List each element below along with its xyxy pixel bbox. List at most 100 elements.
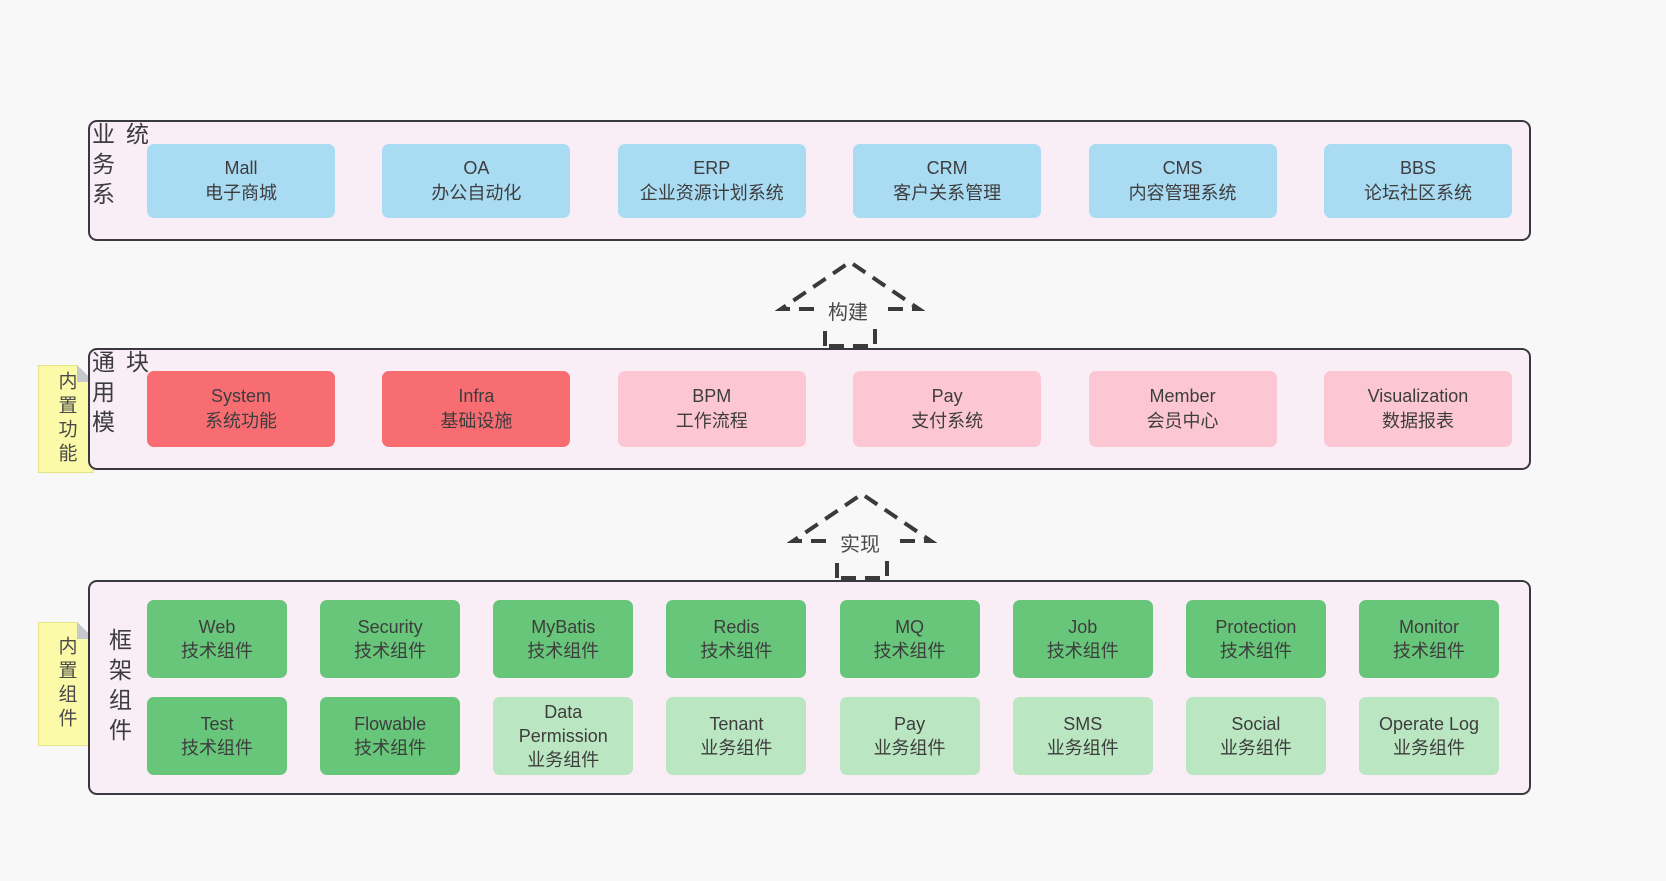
- box-redis: Redis 技术组件: [666, 600, 807, 679]
- box-subtitle: 业务组件: [1046, 737, 1119, 758]
- build-arrow-label: 构建: [828, 301, 868, 324]
- box-title: BBS: [1399, 157, 1436, 178]
- build-arrow: 构建: [774, 256, 926, 353]
- up-arrow-icon: 构建: [774, 259, 926, 348]
- box-flowable: Flowable 技术组件: [320, 696, 461, 775]
- box-subtitle: 业务组件: [1392, 737, 1465, 758]
- layer-label-strip: 框架组件: [90, 582, 147, 793]
- box-title: Redis: [713, 617, 760, 638]
- framework-row-1: Web 技术组件 Security 技术组件 MyBatis 技术组件 Redi…: [147, 600, 1499, 679]
- box-title: MQ: [895, 617, 925, 638]
- sticky-built-in-components: 内置组件: [38, 622, 94, 746]
- box-title: CMS: [1162, 157, 1203, 178]
- box-sms: SMS 业务组件: [1012, 696, 1153, 775]
- box-title: Tenant: [709, 713, 764, 734]
- box-subtitle: 工作流程: [675, 411, 748, 431]
- box-subtitle: 技术组件: [1392, 641, 1465, 662]
- box-cms: CMS 内容管理系统: [1088, 143, 1277, 218]
- box-job: Job 技术组件: [1012, 600, 1153, 679]
- box-subtitle: 内容管理系统: [1128, 182, 1237, 203]
- box-subtitle: 业务组件: [873, 737, 946, 758]
- sticky-label: 内置组件: [55, 636, 77, 732]
- framework-row-2: Test 技术组件 Flowable 技术组件 Data Permission …: [147, 696, 1499, 775]
- business-systems-boxes: Mall 电子商城 OA 办公自动化 ERP 企业资源计划系统 CRM 客户关系…: [147, 122, 1529, 239]
- sticky-built-in-features: 内置功能: [38, 365, 94, 473]
- box-pay-biz: Pay 业务组件: [839, 696, 980, 775]
- box-title: Data Permission: [518, 701, 608, 746]
- box-subtitle: 会员中心: [1146, 411, 1219, 431]
- box-subtitle: 技术组件: [527, 641, 600, 662]
- box-title: Visualization: [1367, 386, 1469, 406]
- box-system: System 系统功能: [147, 371, 335, 447]
- box-title: SMS: [1063, 713, 1103, 734]
- box-title: Infra: [458, 386, 495, 406]
- up-arrow-icon: 实现: [786, 491, 938, 580]
- box-subtitle: 技术组件: [1219, 641, 1292, 662]
- box-subtitle: 业务组件: [1219, 737, 1292, 758]
- box-subtitle: 系统功能: [205, 411, 277, 431]
- box-tenant: Tenant 业务组件: [666, 696, 807, 775]
- box-title: Test: [200, 713, 234, 734]
- box-visualization: Visualization 数据报表: [1323, 371, 1512, 447]
- box-title: BPM: [692, 386, 732, 406]
- box-subtitle: 业务组件: [700, 737, 773, 758]
- box-subtitle: 技术组件: [181, 641, 253, 662]
- box-title: MyBatis: [531, 617, 596, 638]
- box-crm: CRM 客户关系管理: [853, 143, 1042, 218]
- box-title: Security: [357, 617, 423, 638]
- box-title: CRM: [926, 157, 968, 178]
- box-mq: MQ 技术组件: [839, 600, 980, 679]
- layer-label-business-systems: 业务系统: [88, 122, 149, 212]
- box-operate-log: Operate Log 业务组件: [1358, 696, 1499, 775]
- box-mybatis: MyBatis 技术组件: [493, 600, 634, 679]
- box-title: Monitor: [1398, 617, 1459, 638]
- framework-components-layer: 框架组件 Web 技术组件 Security 技术组件 MyBatis 技术组件…: [88, 580, 1531, 795]
- box-title: ERP: [693, 157, 731, 178]
- box-subtitle: 技术组件: [354, 641, 427, 662]
- box-subtitle: 技术组件: [181, 737, 253, 758]
- box-subtitle: 电子商城: [205, 182, 277, 203]
- box-subtitle: 论坛社区系统: [1363, 182, 1472, 203]
- box-subtitle: 技术组件: [1046, 641, 1119, 662]
- box-title: Operate Log: [1378, 713, 1480, 734]
- box-monitor: Monitor 技术组件: [1358, 600, 1499, 679]
- box-bbs: BBS 论坛社区系统: [1323, 143, 1512, 218]
- box-title: OA: [463, 157, 490, 178]
- layer-label-strip: 通用模块: [89, 350, 149, 468]
- box-data-permission: Data Permission 业务组件: [493, 696, 634, 775]
- box-title: Social: [1231, 713, 1281, 734]
- layer-label-framework-components: 框架组件: [105, 627, 132, 748]
- box-title: System: [210, 386, 271, 406]
- box-web: Web 技术组件: [147, 600, 287, 679]
- box-member: Member 会员中心: [1088, 371, 1277, 447]
- box-subtitle: 客户关系管理: [893, 182, 1002, 203]
- box-security: Security 技术组件: [320, 600, 461, 679]
- box-subtitle: 业务组件: [527, 749, 600, 770]
- box-protection: Protection 技术组件: [1185, 600, 1326, 679]
- box-subtitle: 数据报表: [1381, 411, 1454, 431]
- implement-arrow: 实现: [786, 488, 938, 585]
- box-social: Social 业务组件: [1185, 696, 1326, 775]
- box-oa: OA 办公自动化: [382, 143, 571, 218]
- common-modules-boxes: System 系统功能 Infra 基础设施 BPM 工作流程 Pay 支付系统…: [147, 350, 1529, 468]
- box-bpm: BPM 工作流程: [617, 371, 806, 447]
- box-title: Job: [1068, 617, 1098, 638]
- box-mall: Mall 电子商城: [147, 143, 335, 218]
- layer-label-common-modules: 通用模块: [88, 350, 149, 440]
- box-erp: ERP 企业资源计划系统: [617, 143, 806, 218]
- box-subtitle: 企业资源计划系统: [639, 182, 784, 203]
- box-subtitle: 基础设施: [440, 411, 513, 431]
- box-test: Test 技术组件: [147, 696, 287, 775]
- box-subtitle: 技术组件: [873, 641, 946, 662]
- box-title: Pay: [894, 713, 926, 734]
- box-title: Web: [198, 617, 236, 638]
- sticky-label: 内置功能: [55, 371, 77, 467]
- box-title: Flowable: [354, 713, 427, 734]
- box-title: Protection: [1215, 617, 1297, 638]
- business-systems-layer: 业务系统 Mall 电子商城 OA 办公自动化 ERP 企业资源计划系统 CRM…: [88, 120, 1531, 241]
- framework-components-boxes: Web 技术组件 Security 技术组件 MyBatis 技术组件 Redi…: [147, 582, 1529, 793]
- box-infra: Infra 基础设施: [382, 371, 571, 447]
- implement-arrow-label: 实现: [840, 533, 880, 556]
- box-title: Mall: [224, 157, 258, 178]
- box-subtitle: 支付系统: [911, 411, 984, 431]
